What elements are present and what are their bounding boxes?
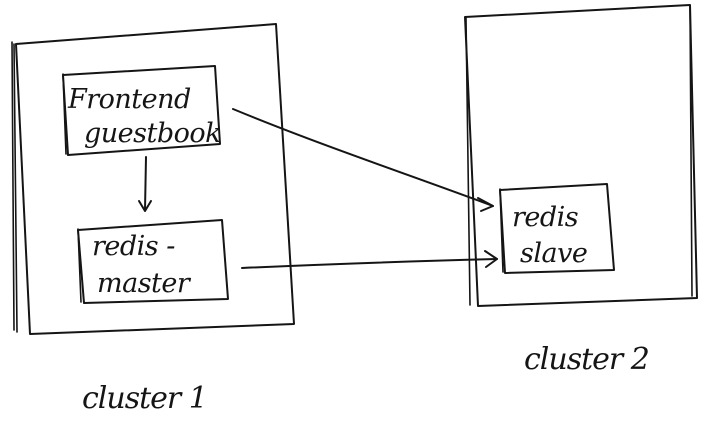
redis-master-node: redis - master xyxy=(77,219,229,304)
frontend-label-line1: Frontend xyxy=(67,84,191,115)
cluster-1-label: cluster 1 xyxy=(82,381,207,416)
cluster-2-label: cluster 2 xyxy=(524,342,649,377)
redis-master-label-line1: redis - xyxy=(92,231,175,262)
cluster-2-box xyxy=(464,4,698,307)
edge-redis-master-to-redis-slave xyxy=(241,250,498,269)
redis-slave-label-line1: redis xyxy=(512,202,578,233)
redis-slave-node: redis slave xyxy=(499,183,615,274)
redis-slave-label-line2: slave xyxy=(520,238,587,269)
frontend-guestbook-node: Frontend guestbook xyxy=(62,65,222,156)
frontend-label-line2: guestbook xyxy=(84,118,221,149)
cluster-1-box xyxy=(11,23,295,335)
redis-master-label-line2: master xyxy=(97,268,192,299)
edge-frontend-to-redis-slave xyxy=(232,108,494,212)
edge-frontend-to-redis-master xyxy=(138,156,152,212)
